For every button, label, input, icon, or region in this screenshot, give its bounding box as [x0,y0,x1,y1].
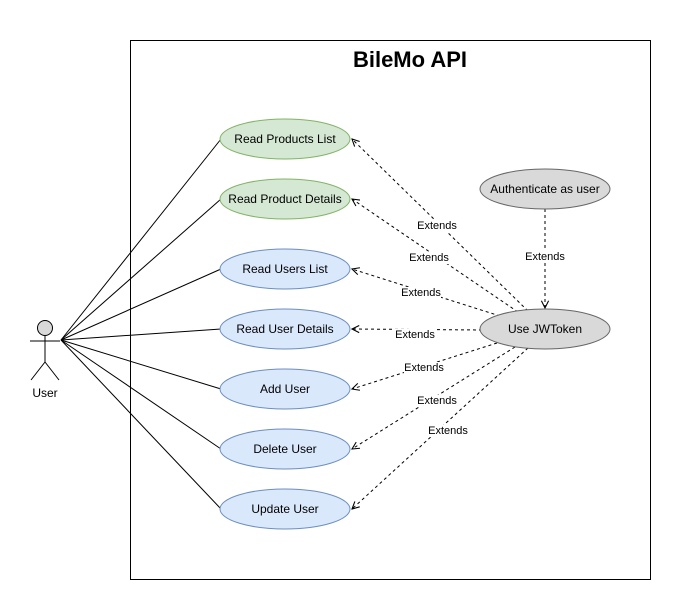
extends-label-bg [525,251,565,263]
extends-label-bg [428,425,468,437]
use-case-update-user: Update User [219,488,351,530]
use-case-label: Delete User [253,442,316,456]
use-case-label: Add User [260,382,310,396]
use-case-read-products-list: Read Products List [219,118,351,160]
extends-label: Extends [409,252,449,264]
association-add-user [60,339,222,390]
use-case-delete-user: Delete User [219,428,351,470]
actor-right-leg [44,361,60,381]
extends-label-bg [401,287,441,299]
use-case-ellipse [219,308,351,350]
use-case-add-user: Add User [219,368,351,410]
use-case-label: Read Product Details [228,192,341,206]
extends-label-bg [404,362,444,374]
extends-arrow-read-products-list [352,139,529,312]
association-read-product-details [60,198,222,341]
use-case-read-users-list: Read Users List [219,248,351,290]
authenticate-ellipse [479,168,611,210]
jwtoken-node: Use JWToken [479,308,611,350]
association-read-products-list [60,138,222,341]
use-case-label: Read User Details [236,322,333,336]
use-case-read-user-details: Read User Details [219,308,351,350]
system-title: BileMo API [353,47,467,72]
extends-arrow-add-user [352,342,498,389]
extends-label-bg [417,220,457,232]
extends-label: Extends [401,287,441,299]
extends-label: Extends [404,362,444,374]
association-lines [60,138,222,510]
use-case-ellipse [219,178,351,220]
use-case-label: Read Users List [242,262,328,276]
association-update-user [60,339,222,510]
jwtoken-label: Use JWToken [508,322,582,336]
actor-head [37,320,53,336]
use-case-label: Read Products List [234,132,336,146]
use-case-read-product-details: Read Product Details [219,178,351,220]
use-case-ellipse [219,368,351,410]
extends-label-bg [409,252,449,264]
extends-label-bg [395,329,435,341]
extends-label-bg [417,395,457,407]
actor-label: User [32,386,57,400]
extends-label: Extends [417,395,457,407]
association-read-users-list [60,268,222,341]
user-actor [30,320,60,381]
system-boundary [130,40,651,580]
authenticate-label: Authenticate as user [490,182,599,196]
extends-lines: ExtendsExtendsExtendsExtendsExtendsExten… [352,139,565,509]
association-delete-user [60,339,222,450]
use-case-ellipse [219,488,351,530]
authenticate-node: Authenticate as user [479,168,611,210]
extends-label: Extends [395,329,435,341]
use-case-ellipse [219,428,351,470]
extends-arrow-read-users-list [352,269,501,317]
use-case-ellipse [219,248,351,290]
association-read-user-details [60,328,222,341]
extends-arrow-read-user-details [352,329,483,330]
actor-left-leg [30,361,46,381]
jwtoken-ellipse [479,308,611,350]
use-case-ellipse [219,118,351,160]
extends-label: Extends [428,425,468,437]
use-case-label: Update User [251,502,318,516]
extends-label: Extends [417,220,457,232]
extends-arrow-update-user [352,347,529,509]
extends-label-authenticate: Extends [525,251,565,263]
